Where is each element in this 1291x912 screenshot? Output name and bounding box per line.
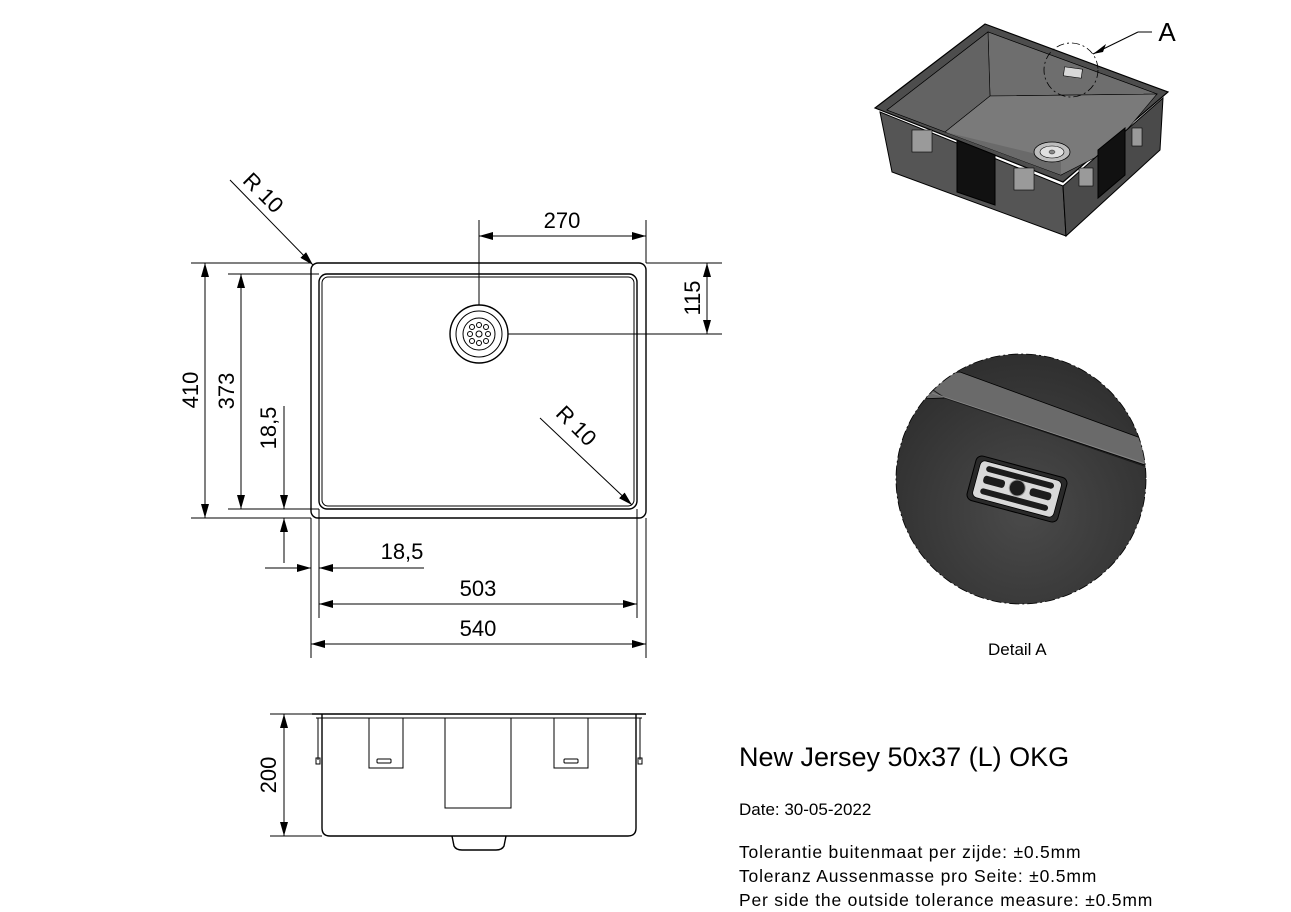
tolerance-nl: Tolerantie buitenmaat per zijde: ±0.5mm bbox=[739, 842, 1082, 862]
dim-410: 410 bbox=[178, 372, 203, 409]
radius-inner-label: R 10 bbox=[551, 400, 602, 451]
detail-a-label: Detail A bbox=[988, 640, 1047, 659]
dim-200: 200 bbox=[256, 757, 281, 794]
top-view: 270 115 410 373 18,5 18,5 503 540 R 10 R… bbox=[178, 167, 722, 658]
inner-bowl bbox=[318, 273, 638, 510]
dim-18-5-vertical: 18,5 bbox=[256, 407, 281, 450]
dim-373: 373 bbox=[214, 373, 239, 410]
dim-18-5-horizontal: 18,5 bbox=[381, 539, 424, 564]
detail-a-view bbox=[895, 353, 1147, 605]
drawing-date: Date: 30-05-2022 bbox=[739, 800, 872, 819]
dim-503: 503 bbox=[460, 576, 497, 601]
dim-270: 270 bbox=[544, 208, 581, 233]
side-view: 200 bbox=[256, 713, 646, 851]
drain bbox=[449, 304, 509, 364]
tolerance-en: Per side the outside tolerance measure: … bbox=[739, 890, 1154, 910]
product-title: New Jersey 50x37 (L) OKG bbox=[739, 742, 1070, 772]
tolerance-de: Toleranz Aussenmasse pro Seite: ±0.5mm bbox=[739, 866, 1098, 886]
dim-540: 540 bbox=[460, 616, 497, 641]
isometric-view: A bbox=[873, 17, 1176, 238]
radius-outer-label: R 10 bbox=[238, 167, 289, 218]
dim-115: 115 bbox=[680, 280, 705, 315]
detail-callout: A bbox=[1158, 17, 1176, 47]
